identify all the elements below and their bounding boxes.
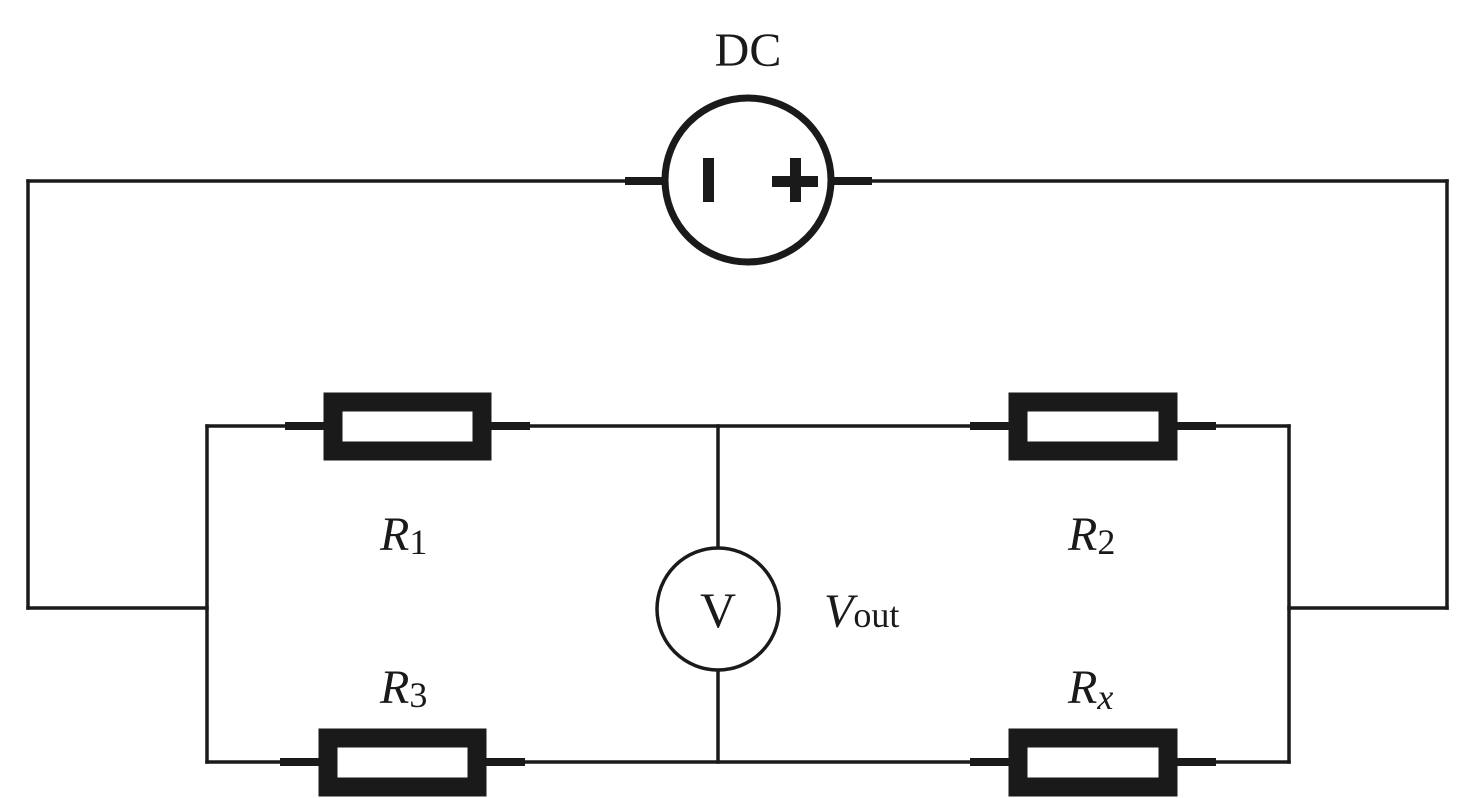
supply-wiring	[26, 179, 1449, 610]
resistor-r1-label: R1	[379, 508, 427, 562]
resistor-r3-label: R3	[379, 661, 427, 715]
resistor-rx	[970, 728, 1216, 797]
resistor-r1	[285, 392, 530, 461]
dc-source-label: DC	[715, 24, 782, 77]
dc-source-negative-terminal	[703, 158, 714, 202]
resistor-r2	[970, 392, 1216, 461]
dc-source-positive-terminal-v	[790, 158, 801, 202]
voltmeter-symbol: V	[700, 582, 736, 638]
resistor-rx-label: Rx	[1067, 661, 1113, 717]
voltmeter-label: Vout	[824, 585, 899, 638]
voltmeter: V	[655, 546, 781, 672]
resistor-r3	[280, 728, 525, 797]
bridge-wiring	[205, 424, 1291, 764]
resistor-r2-label: R2	[1067, 508, 1115, 562]
dc-source: DC	[625, 24, 872, 266]
